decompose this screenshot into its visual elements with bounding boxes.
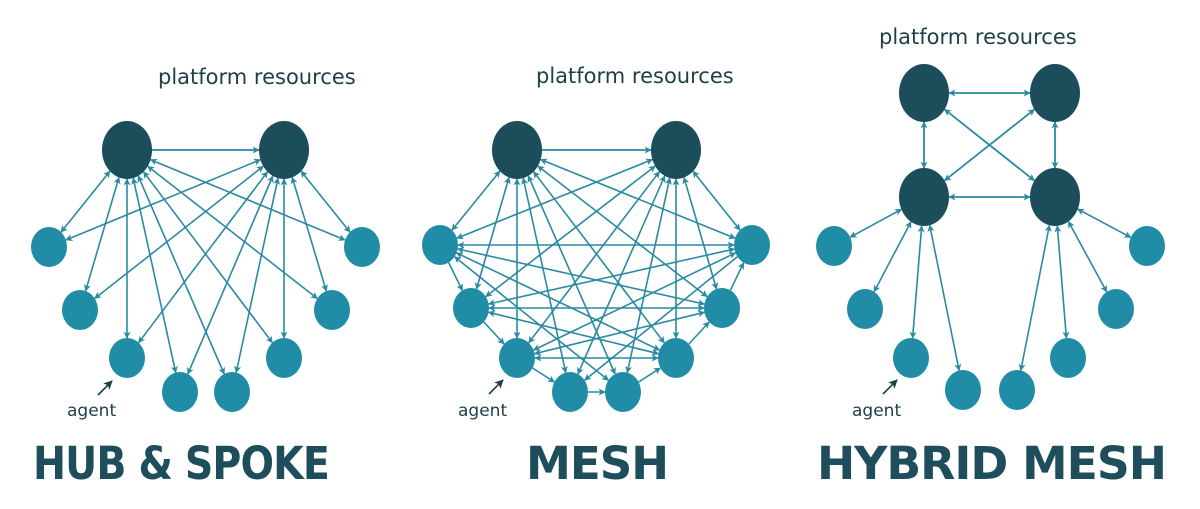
hybrid-mesh-hub-agent-link: [909, 225, 925, 339]
hub-spoke-agent-node: [214, 372, 250, 412]
mesh-title: MESH: [526, 437, 668, 490]
mesh-agent-label: agent: [458, 401, 507, 421]
mesh-hub-agent-link: [625, 177, 672, 374]
mesh-agent-agent-link: [454, 256, 609, 381]
hub-spoke-hub-agent-link: [234, 177, 281, 374]
hybrid-mesh-agent-node: [1129, 226, 1165, 266]
mesh-agent-pointer-arrow: [488, 379, 504, 395]
hybrid-mesh-hub-agent-link: [849, 208, 903, 238]
mesh-agent-agent-link: [447, 262, 464, 292]
mesh-platform-resource-node: [651, 121, 701, 179]
hub-spoke-agent-node: [314, 290, 350, 330]
hybrid-mesh-hub-agent-link: [1077, 208, 1132, 239]
hub-spoke-agent-pointer-arrow: [97, 380, 113, 396]
mesh-agent-node: [499, 338, 535, 378]
hybrid-mesh-agent-pointer-arrow: [882, 379, 898, 395]
mesh-agent-agent-link: [483, 321, 505, 345]
mesh-hub-agent-link: [485, 165, 656, 298]
hub-spoke-hub-agent-link: [149, 158, 346, 241]
hybrid-mesh-agent-node: [893, 338, 929, 378]
hybrid-mesh-hub-agent-link: [1018, 224, 1052, 372]
mesh-agent-agent-link: [638, 367, 661, 383]
mesh-agent-node: [605, 372, 641, 412]
hybrid-mesh-hub-hub-link: [944, 108, 1035, 182]
hub-spoke-agent-node: [109, 338, 145, 378]
hub-spoke-platform-resource-node: [102, 121, 152, 179]
hub-spoke-hub-agent-link: [65, 158, 262, 241]
hybrid-mesh-platform-resource-node: [1030, 64, 1080, 122]
hybrid-mesh-edges: [849, 89, 1132, 372]
hybrid-mesh-agent-node: [1050, 338, 1086, 378]
hub-spoke-hub-agent-link: [147, 165, 318, 300]
hybrid-mesh-agent-node: [1098, 289, 1134, 329]
hybrid-mesh-hub-agent-link: [873, 221, 912, 293]
hub-spoke-agent-node: [266, 338, 302, 378]
mesh-hub-agent-link: [537, 165, 708, 298]
hub-spoke-edges: [60, 146, 351, 375]
mesh-hub-agent-link: [692, 170, 741, 231]
hub-spoke-panel: platform resources agent HUB & SPOKE: [31, 65, 380, 490]
mesh-panel: platform resources agent MESH: [422, 64, 770, 490]
hub-spoke-resources-label: platform resources: [158, 65, 356, 89]
hub-spoke-hub-agent-link: [137, 175, 225, 375]
hub-spoke-agent-node: [31, 227, 67, 267]
mesh-hub-agent-link: [451, 170, 501, 231]
mesh-hub-agent-link: [521, 177, 568, 374]
hybrid-mesh-platform-resource-node: [1030, 168, 1080, 226]
mesh-agent-node: [704, 288, 740, 328]
mesh-agent-node: [734, 225, 770, 265]
hybrid-mesh-platform-resource-node: [899, 64, 949, 122]
hybrid-mesh-nodes: [816, 64, 1165, 410]
mesh-agent-agent-link: [729, 262, 745, 291]
hub-spoke-nodes: [31, 121, 380, 412]
mesh-hub-agent-link: [539, 158, 736, 240]
hybrid-mesh-hub-agent-link: [1067, 220, 1108, 293]
hub-spoke-agent-node: [62, 290, 98, 330]
hub-spoke-hub-agent-link: [290, 176, 328, 292]
hub-spoke-agent-label: agent: [67, 401, 116, 421]
hub-spoke-hub-agent-link: [300, 170, 351, 233]
hub-spoke-hub-agent-link: [60, 170, 111, 233]
hybrid-mesh-resources-label: platform resources: [879, 25, 1077, 49]
hybrid-mesh-agent-node: [847, 289, 883, 329]
hybrid-mesh-agent-node: [816, 226, 852, 266]
hybrid-mesh-panel: platform resources agent HYBRID MESH: [816, 25, 1167, 490]
mesh-agent-node: [658, 338, 694, 378]
mesh-agent-agent-link: [688, 321, 710, 345]
mesh-agent-agent-link: [584, 256, 738, 381]
mesh-nodes: [422, 121, 770, 412]
hybrid-mesh-hub-agent-link: [1054, 225, 1070, 339]
hybrid-mesh-agent-node: [945, 370, 981, 410]
hybrid-mesh-agent-node: [999, 370, 1035, 410]
mesh-agent-node: [552, 372, 588, 412]
mesh-agent-node: [453, 288, 489, 328]
hub-spoke-platform-resource-node: [259, 121, 309, 179]
hub-spoke-agent-node: [162, 372, 198, 412]
hybrid-mesh-title: HYBRID MESH: [817, 437, 1166, 490]
hybrid-mesh-agent-label: agent: [852, 401, 901, 421]
mesh-agent-agent-link: [532, 367, 555, 383]
mesh-platform-resource-node: [492, 121, 542, 179]
hub-spoke-hub-agent-link: [94, 165, 264, 300]
mesh-edges: [447, 146, 745, 396]
hybrid-mesh-hub-agent-link: [927, 224, 962, 372]
hub-spoke-agent-node: [344, 227, 380, 267]
hybrid-mesh-platform-resource-node: [899, 168, 949, 226]
mesh-resources-label: platform resources: [536, 64, 734, 88]
hub-spoke-title: HUB & SPOKE: [33, 437, 329, 490]
mesh-agent-node: [422, 225, 458, 265]
